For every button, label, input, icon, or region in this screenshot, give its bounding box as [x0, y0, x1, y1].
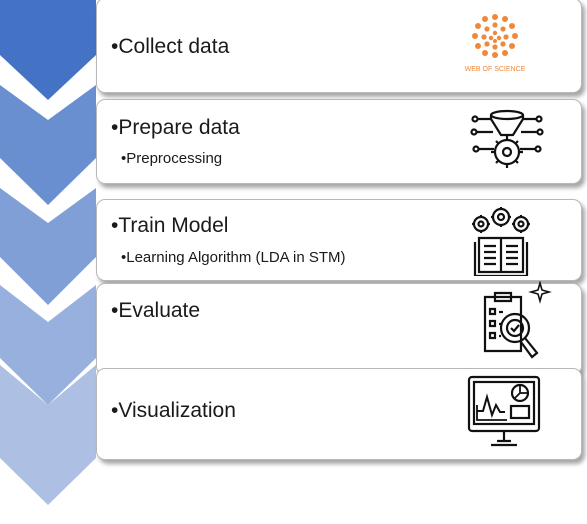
- step-sublabel: •Preprocessing: [121, 150, 223, 167]
- chevron-step-5: [0, 365, 96, 505]
- step-label: •Collect data: [111, 35, 230, 58]
- step-label: •Visualization: [111, 399, 236, 422]
- chevron-step-2: [0, 85, 96, 205]
- logo-text: WEB OF SCIENCE: [465, 66, 526, 73]
- chevron-step-3: [0, 188, 96, 305]
- step-label: •Evaluate: [111, 299, 201, 322]
- step-sublabel: •Learning Algorithm (LDA in STM): [121, 249, 346, 266]
- clipboard-magnifier-icon: [475, 280, 555, 378]
- step-card-collect-data: •Collect data WEB OF SCIENCE: [96, 0, 582, 93]
- step-card-train-model: •Train Model •Learning Algorithm (LDA in…: [96, 199, 582, 281]
- step-card-visualization: •Visualization: [96, 368, 582, 460]
- chevron-step-1: [0, 0, 96, 100]
- book-gears-icon: [469, 206, 533, 281]
- web-of-science-logo: WEB OF SCIENCE: [455, 9, 535, 86]
- data-funnel-gear-icon: [470, 105, 544, 184]
- monitor-chart-icon: [467, 375, 541, 456]
- step-label: •Train Model: [111, 214, 229, 237]
- step-card-prepare-data: •Prepare data •Preprocessing: [96, 99, 582, 184]
- chevron-step-4: [0, 285, 96, 405]
- step-label: •Prepare data: [111, 116, 240, 139]
- step-card-evaluate: •Evaluate: [96, 280, 582, 378]
